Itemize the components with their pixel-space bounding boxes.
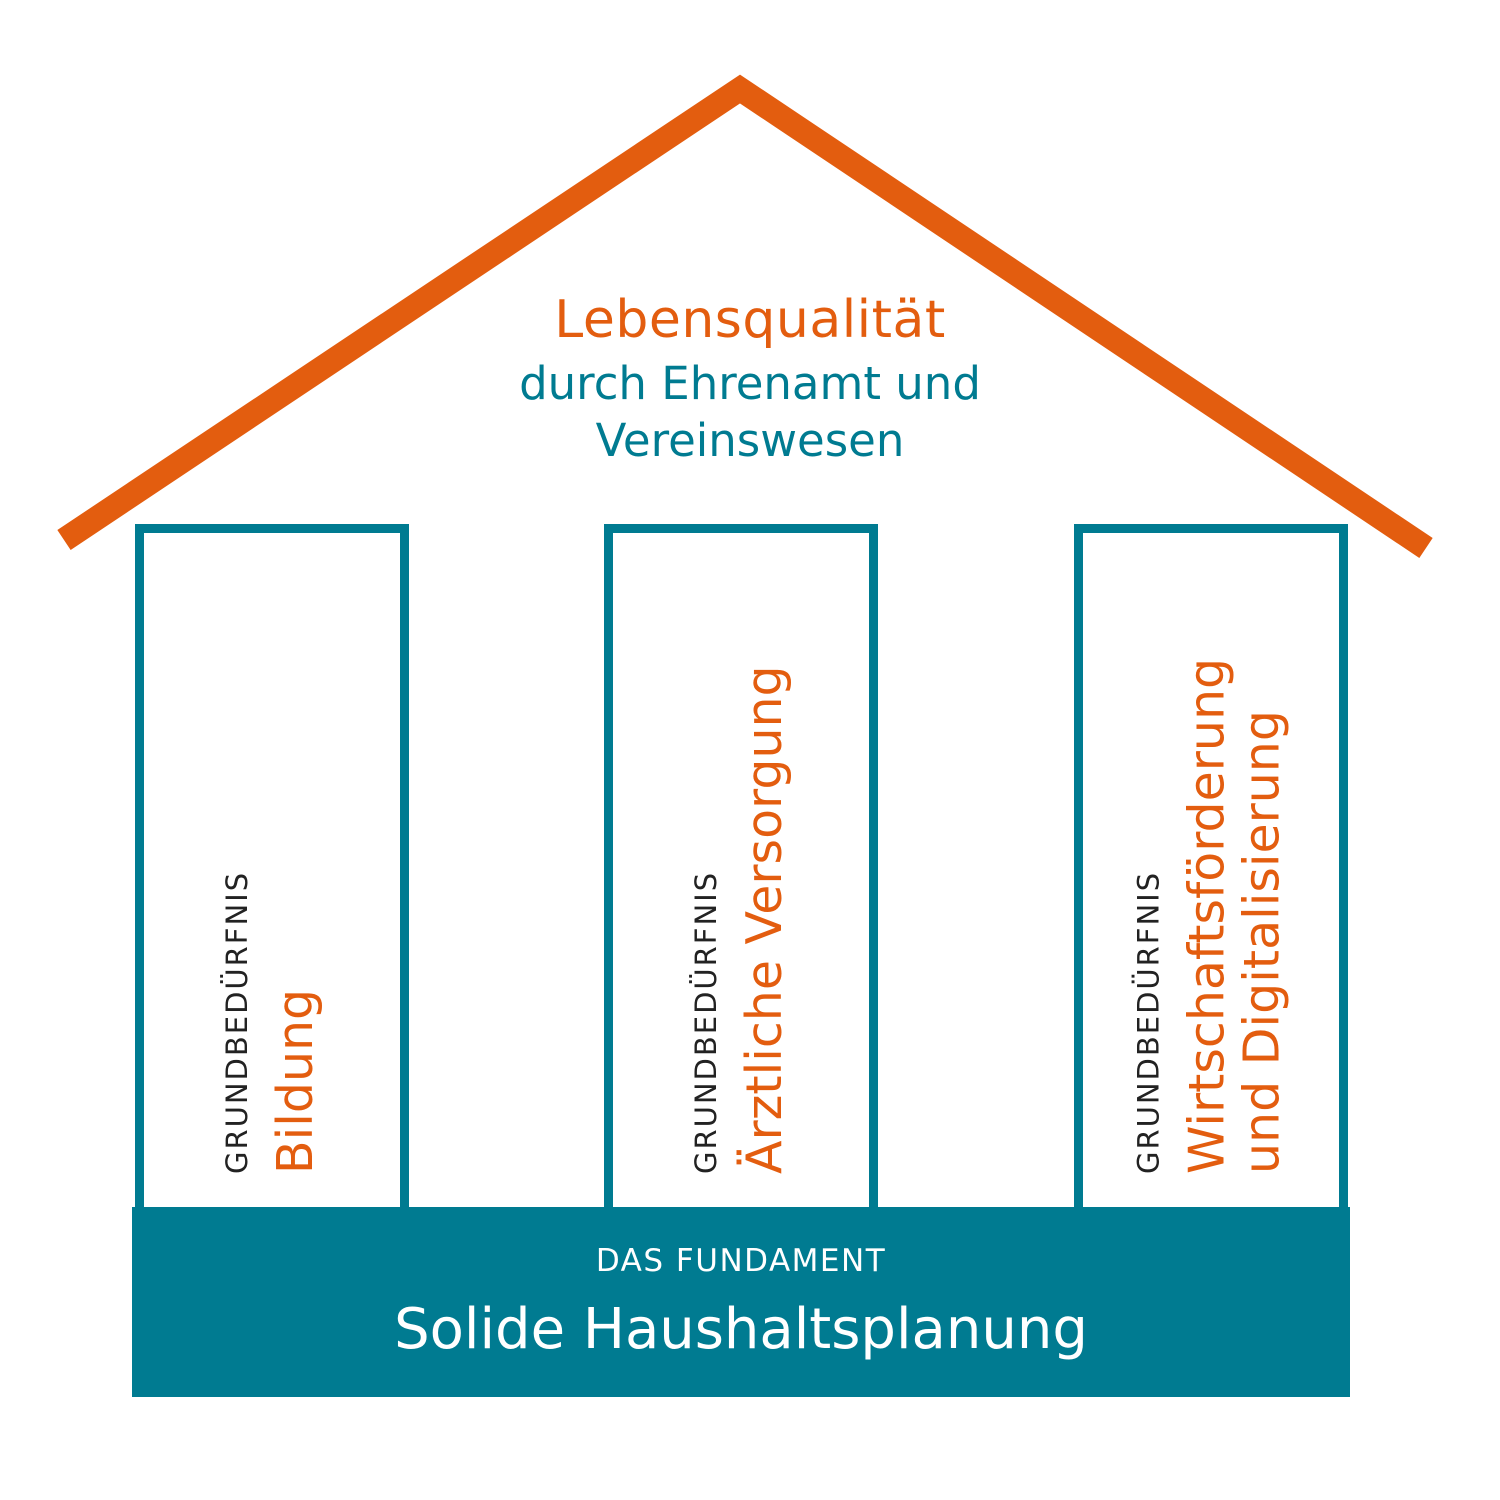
pillar-kicker: GRUNDBEDÜRFNIS xyxy=(689,870,724,1174)
roof-title: Lebensqualität xyxy=(554,290,946,350)
pillar-wirtschaftsfoerderung: GRUNDBEDÜRFNIS Wirtschaftsförderung und … xyxy=(1074,524,1348,1214)
pillar-kicker: GRUNDBEDÜRFNIS xyxy=(1131,870,1166,1174)
pillar-bildung: GRUNDBEDÜRFNIS Bildung xyxy=(135,524,409,1214)
roof-subtitle-line-2: Vereinswesen xyxy=(595,414,905,467)
pillar-title-line-2: und Digitalisierung xyxy=(1233,709,1291,1174)
pillar-title: Bildung xyxy=(266,988,324,1174)
foundation-kicker: DAS FUNDAMENT xyxy=(595,1243,887,1279)
foundation-title: Solide Haushaltsplanung xyxy=(394,1297,1088,1362)
roof-subtitle-line-1: durch Ehrenamt und xyxy=(519,357,981,410)
pillar-kicker: GRUNDBEDÜRFNIS xyxy=(220,870,255,1174)
pillar-aerztliche-versorgung: GRUNDBEDÜRFNIS Ärztliche Versorgung xyxy=(604,524,878,1214)
pillar-title: Ärztliche Versorgung xyxy=(735,664,793,1174)
foundation-block: DAS FUNDAMENT Solide Haushaltsplanung xyxy=(132,1207,1350,1397)
pillar-title-line-1: Wirtschaftsförderung xyxy=(1178,657,1236,1174)
